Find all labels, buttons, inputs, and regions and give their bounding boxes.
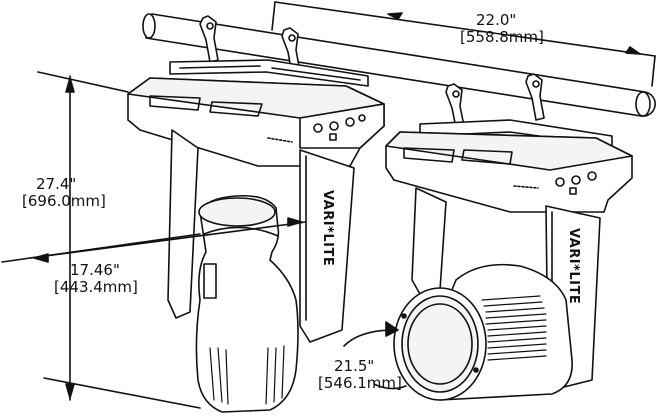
height-imperial: 27.4" <box>36 175 77 193</box>
height-label: 27.4" [696.0mm] <box>8 176 106 210</box>
right-clamp-2 <box>525 73 545 121</box>
head-width-dimension-line <box>1 217 307 263</box>
right-fixture: VARI*LITE <box>385 73 633 401</box>
head-diagonal-imperial: 21.5" <box>334 357 375 375</box>
rail-width-imperial: 22.0" <box>476 11 517 29</box>
head-diagonal-label: 21.5" [546.1mm] <box>318 358 402 392</box>
height-metric: [696.0mm] <box>22 192 106 210</box>
left-fixture: VARI*LITE <box>127 15 385 413</box>
left-clamp-1 <box>199 15 219 63</box>
rail-width-metric: [558.8mm] <box>460 28 544 46</box>
right-brand-label: VARI*LITE <box>566 228 581 304</box>
head-diagonal-dimension-line <box>343 321 407 390</box>
rail-width-label: 22.0" [558.8mm] <box>460 11 544 46</box>
head-width-label: 17.46" [443.4mm] <box>40 262 138 296</box>
height-dimension-line <box>37 71 201 409</box>
head-diagonal-metric: [546.1mm] <box>318 374 402 392</box>
left-brand-label: VARI*LITE <box>320 190 335 266</box>
mounting-pipe <box>142 13 656 117</box>
head-width-imperial: 17.46" <box>70 261 120 279</box>
head-width-metric: [443.4mm] <box>54 278 138 296</box>
rail-width-dimension-line <box>271 1 656 87</box>
